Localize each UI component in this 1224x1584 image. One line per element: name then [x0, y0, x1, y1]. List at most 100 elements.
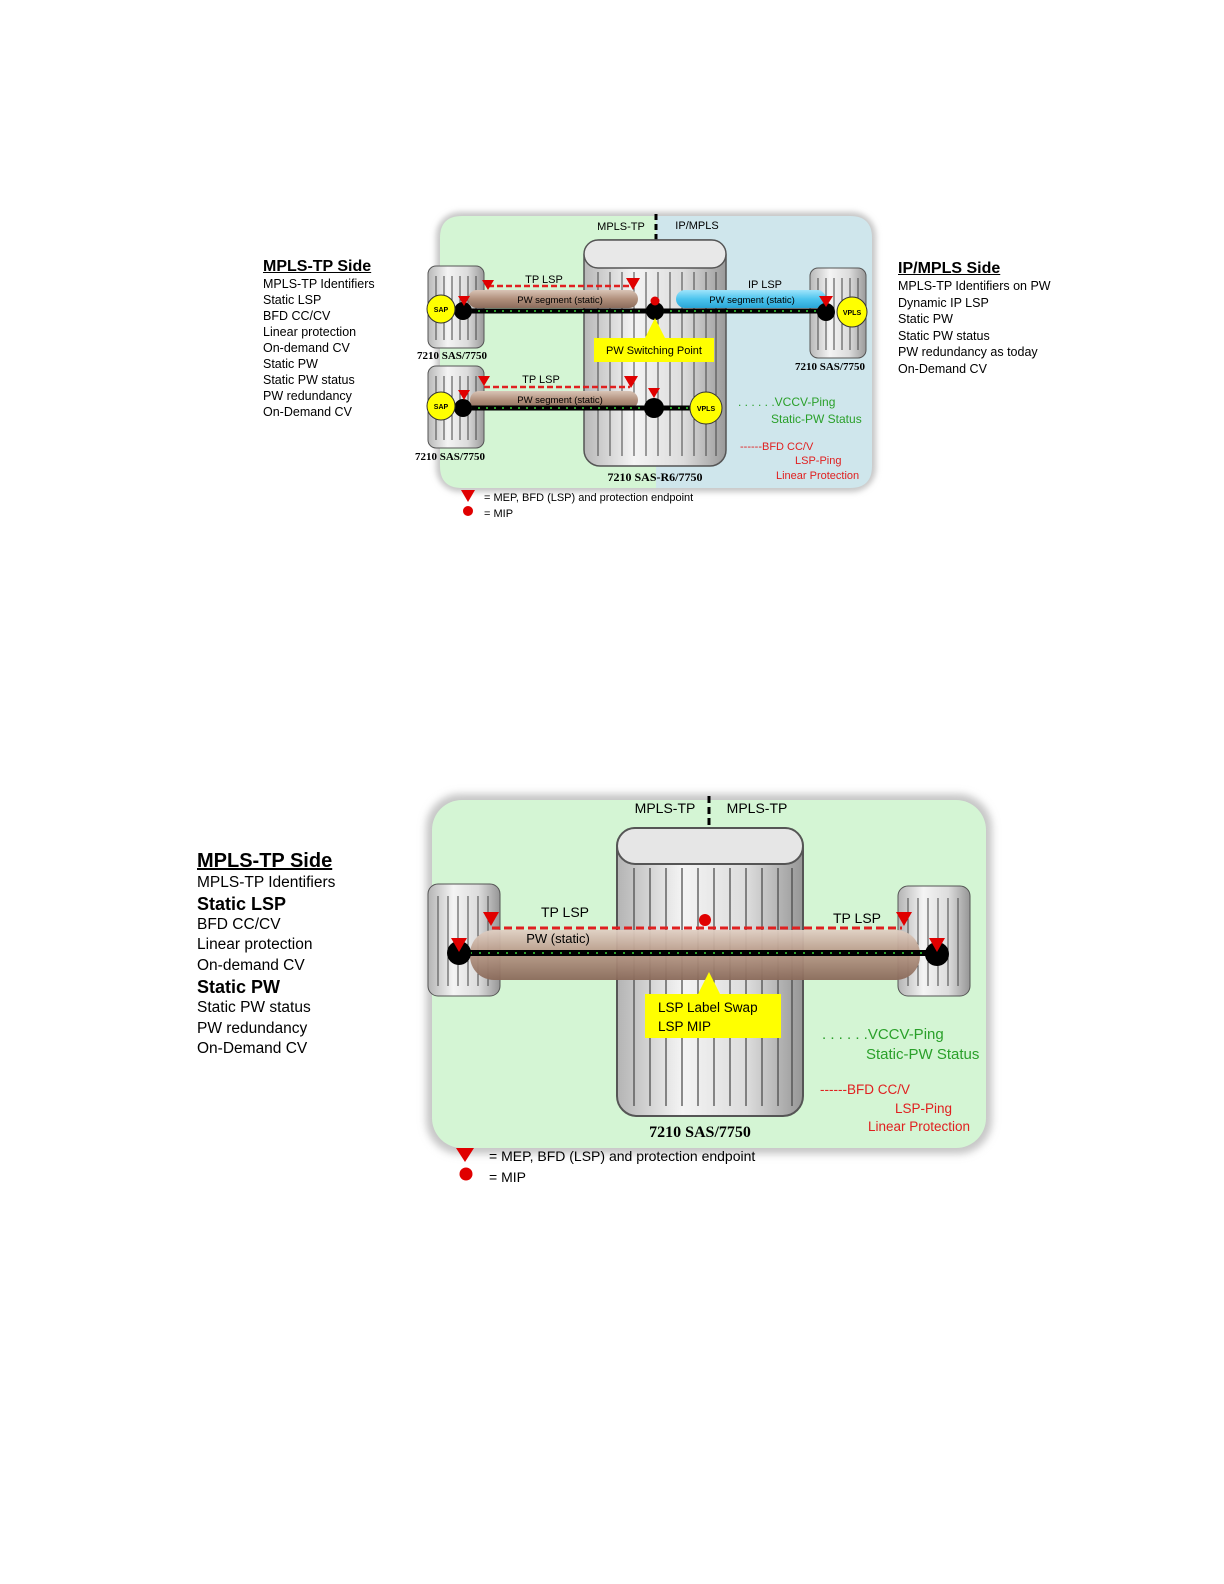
legend-linear-protection: Linear Protection	[776, 470, 859, 482]
pw-segment-label-ip: PW segment (static)	[709, 295, 795, 306]
label-swap-callout	[645, 994, 781, 1038]
switching-point-label: PW Switching Point	[606, 345, 702, 357]
mep-triangle-icon	[478, 376, 490, 386]
panel-item: On-Demand CV	[263, 405, 352, 419]
tp-lsp-label-bottom: TP LSP	[522, 374, 560, 386]
legend-lsp-ping: LSP-Ping	[895, 1101, 952, 1116]
pw-segment-tube-bottom	[470, 391, 638, 409]
mep-triangle-icon	[482, 280, 494, 290]
legend-vccv-ping: . . . . . .VCCV-Ping	[822, 1026, 944, 1043]
key-mep-label: = MEP, BFD (LSP) and protection endpoint	[489, 1148, 755, 1164]
tp-lsp-label-left: TP LSP	[541, 904, 589, 920]
panel-item: Static PW	[197, 976, 281, 997]
boundary-label-right: MPLS-TP	[727, 800, 788, 816]
legend-static-pw-status: Static-PW Status	[771, 412, 862, 426]
panel-item: Static PW status	[898, 328, 990, 343]
panel-item: Static PW	[263, 357, 318, 371]
ip-lsp-label: IP LSP	[748, 279, 782, 291]
pw-endpoint-left-top	[454, 302, 472, 320]
node-label-center: 7210 SAS-R6/7750	[607, 470, 702, 484]
pw-label: PW (static)	[526, 931, 590, 946]
legend-bfd: ------BFD CC/V	[740, 441, 814, 453]
panel-item: Static LSP	[197, 893, 287, 914]
legend-linear-protection: Linear Protection	[868, 1119, 970, 1134]
figure-mpls-tp-ip-mpls: MPLS-TP Side MPLS-TP Identifiers Static …	[0, 200, 1224, 540]
panel-item: On-Demand CV	[898, 361, 987, 376]
panel-title: MPLS-TP Side	[263, 258, 372, 275]
node-label-center: 7210 SAS/7750	[649, 1124, 751, 1141]
legend-lsp-ping: LSP-Ping	[795, 455, 841, 467]
pw-segment-label-top: PW segment (static)	[517, 295, 603, 306]
mpls-tp-side-panel-2: MPLS-TP Side MPLS-TP Identifiers Static …	[197, 849, 335, 1060]
panel-item: PW redundancy	[263, 389, 352, 403]
mep-triangle-icon	[458, 296, 470, 306]
panel-item: Dynamic IP LSP	[898, 295, 989, 310]
mep-triangle-icon	[896, 912, 912, 926]
pw-endpoint-left	[447, 941, 471, 965]
panel-item: PW redundancy as today	[898, 345, 1038, 359]
panel-item: Static PW status	[197, 998, 311, 1016]
sap-circle-bottom	[426, 391, 456, 421]
mip-dot-icon	[650, 296, 660, 306]
legend-static-pw-status: Static-PW Status	[866, 1046, 979, 1063]
panel-item: MPLS-TP Identifiers on PW	[898, 279, 1051, 293]
panel-item: BFD CC/CV	[197, 915, 281, 933]
panel-item: Static PW status	[263, 373, 355, 387]
tp-lsp-label-top: TP LSP	[525, 274, 563, 286]
vpls-circle-center	[689, 391, 723, 425]
node-label-left-top: 7210 SAS/7750	[417, 350, 487, 362]
label-swap-line2: LSP MIP	[658, 1019, 711, 1034]
mep-triangle-icon	[929, 938, 945, 952]
mip-dot-icon	[699, 914, 711, 926]
sap-circle-top	[426, 294, 456, 324]
label-swap-line1: LSP Label Swap	[658, 1000, 758, 1015]
pw-segment-label-bottom: PW segment (static)	[517, 395, 603, 406]
boundary-label-left: MPLS-TP	[597, 221, 645, 233]
vpls-label-right: VPLS	[843, 310, 862, 317]
panel-title: MPLS-TP Side	[197, 850, 333, 872]
switching-point-pointer	[645, 318, 665, 338]
node-label-right: 7210 SAS/7750	[795, 361, 865, 373]
key-mip-label: = MIP	[489, 1169, 526, 1185]
panel-item: BFD CC/CV	[263, 309, 331, 323]
vpls-label-center: VPLS	[697, 406, 716, 413]
switching-point-callout	[594, 338, 714, 362]
panel-item: PW redundancy	[197, 1019, 308, 1037]
key-mep-icon	[456, 1148, 474, 1162]
node-label-left-bottom: 7210 SAS/7750	[415, 451, 485, 463]
mpls-tp-side-panel: MPLS-TP Side MPLS-TP Identifiers Static …	[263, 258, 375, 420]
pw-switch-node	[646, 302, 664, 320]
mep-triangle-icon	[648, 388, 660, 398]
ip-lsp-tube	[676, 290, 826, 308]
panel-title: IP/MPLS Side	[898, 260, 1001, 277]
mep-triangle-icon	[624, 376, 638, 388]
pw-endpoint-right	[817, 303, 835, 321]
panel-item: On-demand CV	[197, 957, 305, 975]
panel-item: Static LSP	[263, 293, 322, 307]
diagram-canvas-2: MPLS-TP MPLS-TP 7210 SAS/7750 PW (stat	[426, 794, 992, 1185]
mep-triangle-icon	[458, 390, 470, 400]
legend-vccv-ping: . . . . . .VCCV-Ping	[738, 395, 835, 409]
panel-item: Linear protection	[197, 936, 313, 954]
tp-lsp-label-right: TP LSP	[833, 910, 881, 926]
panel-item: Linear protection	[263, 325, 357, 339]
mep-triangle-icon	[483, 912, 499, 926]
panel-item: MPLS-TP Identifiers	[263, 277, 375, 291]
panel-item: MPLS-TP Identifiers	[197, 874, 336, 891]
key-mip-icon	[459, 1167, 473, 1181]
mep-triangle-icon	[451, 938, 467, 952]
key-mip-label: = MIP	[484, 508, 513, 520]
pw-switch-node-bottom	[644, 398, 664, 418]
figure-mpls-tp-mpls-tp: MPLS-TP Side MPLS-TP Identifiers Static …	[0, 780, 1224, 1200]
diagram-canvas-1: MPLS-TP IP/MPLS 7210 SAS-R6/7750 7210 SA…	[415, 212, 876, 520]
panel-item: On-demand CV	[263, 341, 350, 355]
boundary-label-right: IP/MPLS	[675, 220, 718, 232]
key-mep-label: = MEP, BFD (LSP) and protection endpoint	[484, 492, 693, 504]
sap-label-bottom: SAP	[434, 404, 449, 411]
ip-mpls-side-panel: IP/MPLS Side MPLS-TP Identifiers on PW D…	[898, 260, 1051, 377]
label-swap-pointer	[697, 972, 721, 996]
legend-bfd: ------BFD CC/V	[820, 1082, 910, 1097]
panel-item: On-Demand CV	[197, 1040, 308, 1058]
mep-triangle-icon	[626, 278, 640, 290]
boundary-label-left: MPLS-TP	[635, 800, 696, 816]
